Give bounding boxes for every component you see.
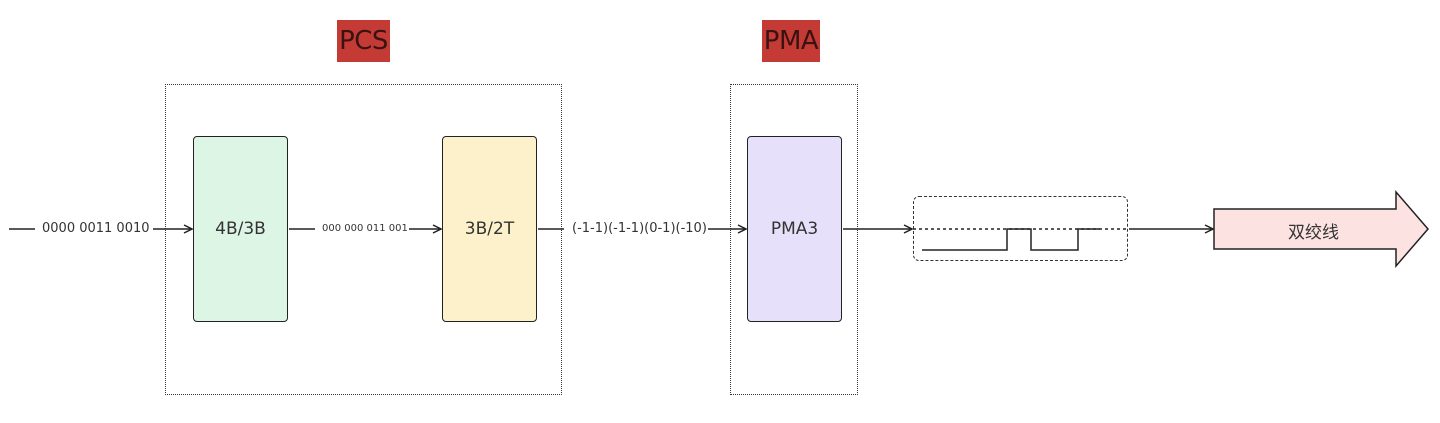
pcs-group-container xyxy=(165,84,562,395)
encoder-4b3b-block: 4B/3B xyxy=(193,136,288,322)
encoder-3b2t-block: 3B/2T xyxy=(442,136,537,322)
encoder-3b2t-label: 3B/2T xyxy=(464,219,515,239)
twisted-pair-output-arrow xyxy=(1213,189,1429,269)
pma-group-container xyxy=(730,84,858,395)
input-bits-label: 0000 0011 0010 xyxy=(42,221,150,236)
encoder-4b3b-label: 4B/3B xyxy=(215,219,266,239)
tribits-label: 000 000 011 001 xyxy=(322,223,408,234)
pma3-label: PMA3 xyxy=(770,219,819,239)
pcs-group-label: PCS xyxy=(337,20,390,62)
pma3-block: PMA3 xyxy=(747,136,842,322)
waveform-signal xyxy=(922,228,1100,251)
twisted-pair-label: 双绞线 xyxy=(1288,223,1339,243)
ternary-symbols-label: (-1-1)(-1-1)(0-1)(-10) xyxy=(572,221,707,236)
pma-group-label: PMA xyxy=(762,20,820,62)
